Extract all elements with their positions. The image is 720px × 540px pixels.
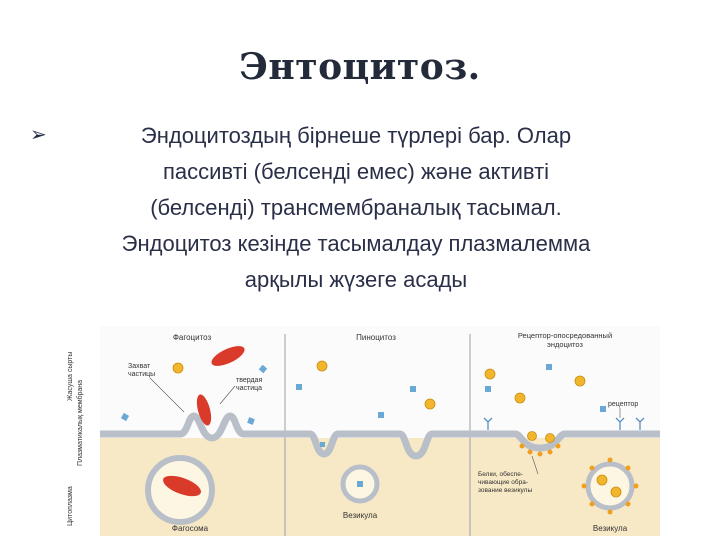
- solid-particle-internalized: [163, 475, 201, 497]
- panel-title-receptor-1: Рецептор-опосредованный: [518, 331, 612, 340]
- coat-proteins: [519, 443, 561, 457]
- solid-pointer: [219, 385, 236, 405]
- vesicle-coat: [581, 457, 639, 515]
- side-label-cytoplasm: Цитоплазма: [67, 486, 74, 526]
- solid-particle-1: [211, 346, 245, 366]
- side-label-membrane: Плазматикалық мембрана: [76, 380, 84, 466]
- proteins-label-3: зование везикулы: [478, 487, 532, 494]
- arrow-bullet-icon: ➢: [30, 122, 47, 146]
- molecule-blue: [258, 364, 268, 374]
- membrane-pinocytosis: [285, 430, 470, 460]
- molecule-blue: [546, 364, 552, 370]
- bullet-line-2: пассивті (белсенді емес) және активті: [162, 159, 550, 184]
- side-labels: Жасуша сырты Плазматикалық мембрана Цито…: [67, 352, 84, 526]
- bullet-line-1: Эндоцитоздың бірнеше түрлері бар. Олар: [140, 123, 572, 148]
- slide-title: Энтоцитоз.: [239, 46, 481, 88]
- solid-label-1: твердая: [236, 377, 262, 384]
- side-label-outside: Жасуша сырты: [67, 352, 74, 401]
- panel-title-receptor-2: эндоцитоз: [547, 340, 583, 349]
- pino-vesicle-label: Везикула: [343, 511, 378, 520]
- molecule-blue: [320, 442, 325, 447]
- bullet-line-4: Эндоцитоз кезінде тасымалдау плазмалемма: [121, 231, 591, 256]
- receptor-label: рецептор: [608, 401, 638, 408]
- bullet-line-5: арқылы жүзеге асады: [244, 267, 468, 292]
- molecule-yellow: [484, 368, 496, 380]
- panel-title-pinocytosis: Пиноцитоз: [356, 333, 396, 342]
- bullet-paragraph: Эндоцитоздың бірнеше түрлері бар. Олар п…: [46, 118, 666, 298]
- molecule-blue: [600, 406, 606, 412]
- membrane-receptor: [470, 430, 660, 452]
- phagosome-label: Фагосома: [172, 524, 209, 533]
- molecule-yellow: [574, 375, 586, 387]
- panel-title-phagocytosis: Фагоцитоз: [173, 333, 212, 342]
- molecule-yellow: [172, 362, 184, 374]
- molecule-yellow: [610, 486, 622, 498]
- solid-particle-engulfed: [196, 394, 212, 426]
- capture-label-2: частицы: [128, 371, 155, 378]
- receptor-vesicle-label: Везикула: [593, 524, 628, 533]
- molecule-blue: [247, 417, 255, 425]
- molecule-blue: [410, 386, 416, 392]
- molecule-yellow: [424, 398, 436, 410]
- molecule-blue: [296, 384, 302, 390]
- molecule-yellow: [545, 433, 555, 443]
- capture-label-1: Захват: [128, 363, 151, 370]
- capture-pointer: [149, 377, 185, 413]
- coated-vesicle: [585, 461, 635, 511]
- molecule-blue: [120, 412, 130, 422]
- bullet-line-3: (белсенді) трансмембраналық тасымал.: [150, 195, 562, 220]
- molecule-blue: [485, 386, 491, 392]
- membrane-phagocytosis: [100, 412, 285, 442]
- molecule-yellow: [514, 392, 526, 404]
- molecule-blue: [357, 481, 363, 487]
- molecule-yellow: [596, 474, 608, 486]
- molecule-blue: [378, 412, 384, 418]
- solid-label-2: частица: [236, 385, 262, 392]
- proteins-label-2: чивающие обра-: [478, 478, 528, 486]
- molecule-yellow: [316, 360, 328, 372]
- molecule-yellow: [527, 431, 537, 441]
- receptor-icons: [483, 417, 645, 430]
- proteins-label-1: Белки, обеспе-: [478, 470, 523, 478]
- endocytosis-diagram: Жасуша сырты Плазматикалық мембрана Цито…: [60, 326, 660, 536]
- proteins-pointer: [531, 455, 539, 475]
